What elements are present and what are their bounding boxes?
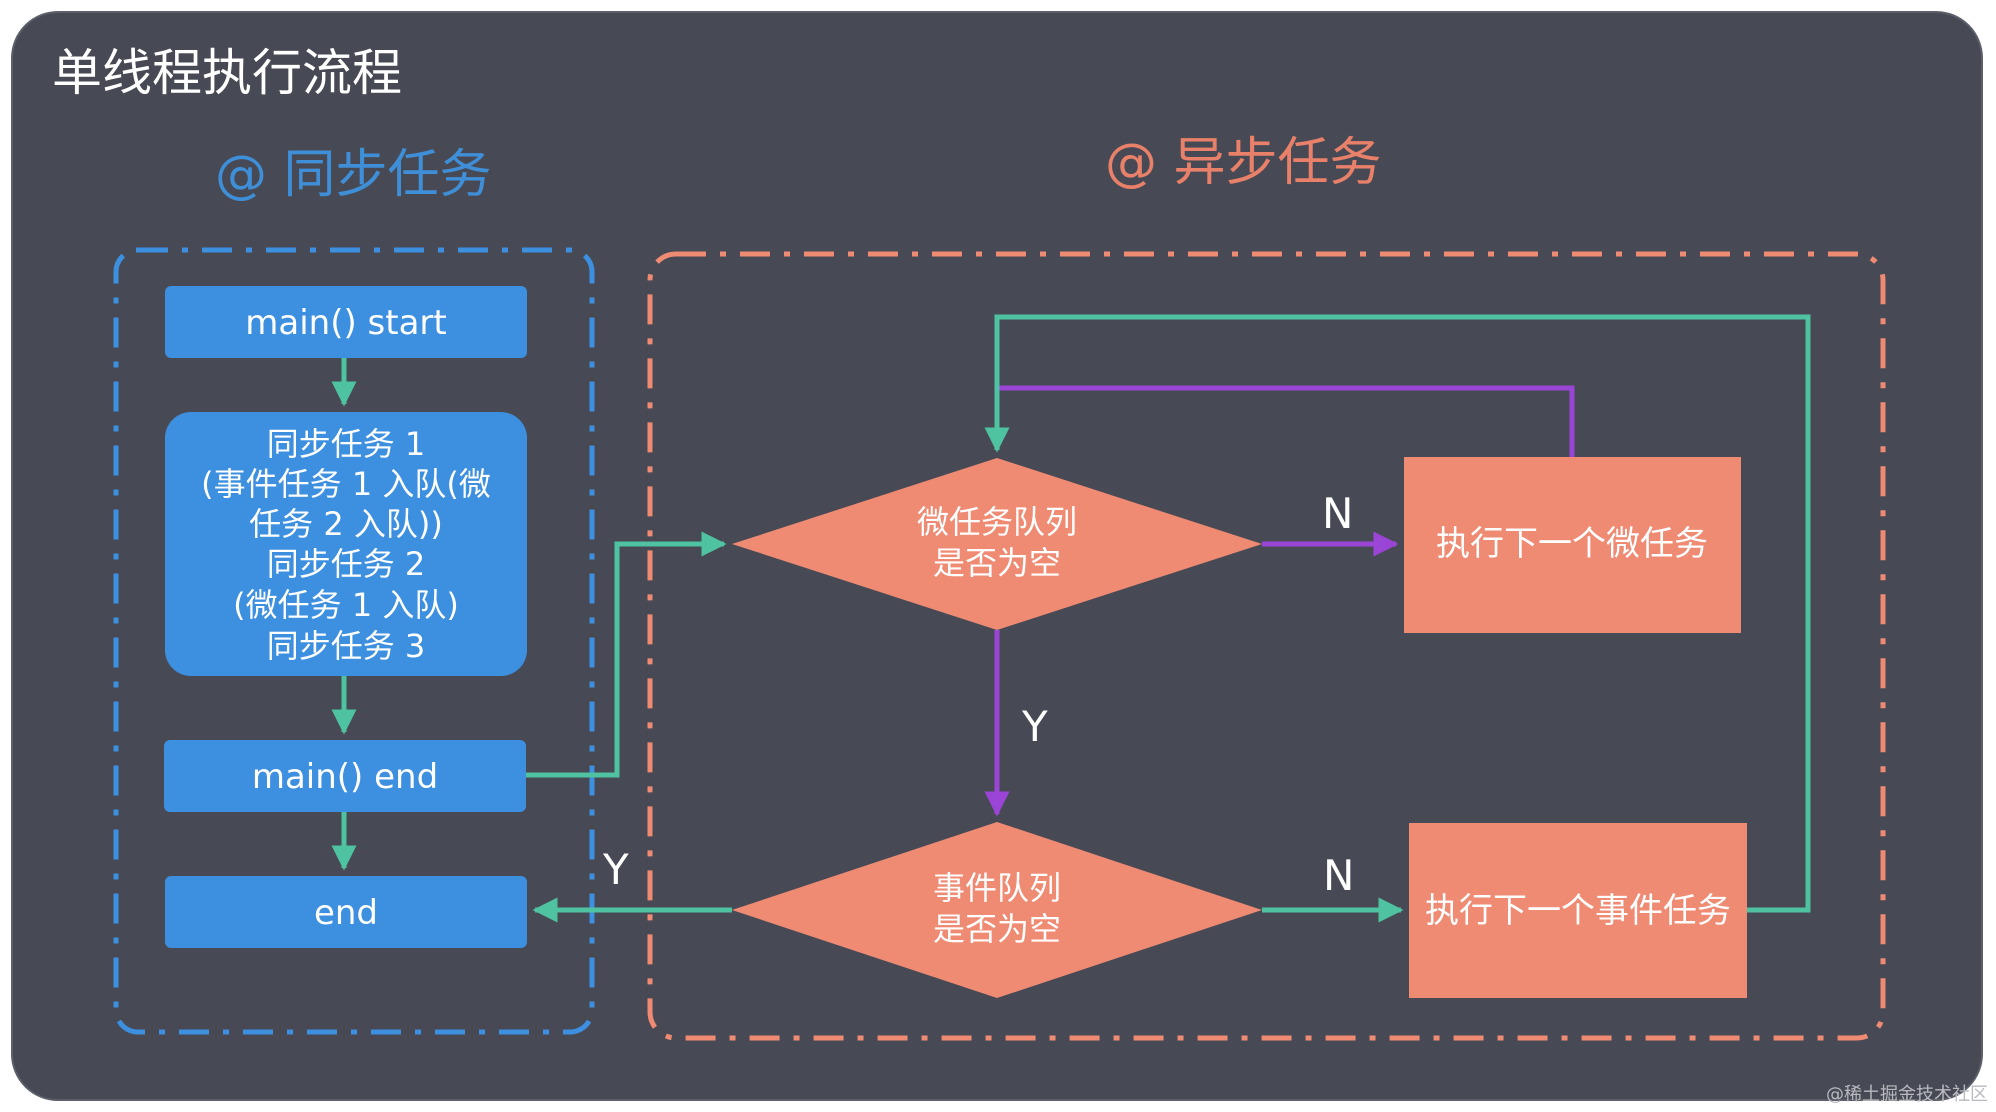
arrow-next-micro-loop bbox=[997, 385, 1575, 457]
micro-queue-label-line-2: 是否为空 bbox=[933, 544, 1061, 582]
end-box bbox=[165, 876, 527, 948]
sync-task-line-6: 同步任务 3 bbox=[267, 627, 426, 665]
sync-task-line-2: (事件任务 1 入队(微 bbox=[201, 465, 491, 503]
micro-queue-label-line-1: 微任务队列 bbox=[917, 503, 1077, 541]
sync-task-line-4: 同步任务 2 bbox=[267, 545, 426, 583]
next-event-task-label: 执行下一个事件任务 bbox=[1425, 891, 1731, 931]
async-section-frame bbox=[647, 251, 1886, 1041]
micro-queue-decision bbox=[732, 458, 1262, 630]
sync-section-label: @ 同步任务 bbox=[215, 145, 492, 205]
micro-yes-label: Y bbox=[1021, 702, 1048, 751]
main-start-box bbox=[165, 286, 527, 358]
arrow-next-event-loop bbox=[984, 314, 1811, 913]
main-end-box bbox=[164, 740, 526, 812]
sync-tasks-box bbox=[165, 412, 527, 676]
next-event-task-box bbox=[1409, 823, 1747, 998]
sync-task-line-5: (微任务 1 入队) bbox=[233, 586, 459, 624]
end-label: end bbox=[314, 893, 378, 933]
main-end-label: main() end bbox=[252, 757, 438, 797]
watermark: @稀土掘金技术社区 bbox=[1826, 1084, 1988, 1105]
main-start-label: main() start bbox=[245, 303, 446, 343]
async-section-label: @ 异步任务 bbox=[1105, 133, 1382, 193]
sync-section-frame bbox=[113, 247, 595, 1035]
next-micro-task-label: 执行下一个微任务 bbox=[1436, 524, 1708, 564]
sync-task-line-3: 任务 2 入队)) bbox=[249, 505, 443, 543]
event-queue-label-line-2: 是否为空 bbox=[933, 910, 1061, 948]
event-yes-label: Y bbox=[602, 845, 629, 894]
arrow-main-end-to-micro-queue bbox=[526, 531, 727, 778]
event-queue-decision bbox=[732, 822, 1262, 998]
event-no-label: N bbox=[1323, 851, 1354, 900]
page-title: 单线程执行流程 bbox=[52, 44, 402, 102]
micro-no-label: N bbox=[1322, 489, 1353, 538]
next-micro-task-box bbox=[1404, 457, 1741, 633]
event-queue-label-line-1: 事件队列 bbox=[933, 869, 1061, 907]
sync-task-line-1: 同步任务 1 bbox=[267, 425, 426, 463]
